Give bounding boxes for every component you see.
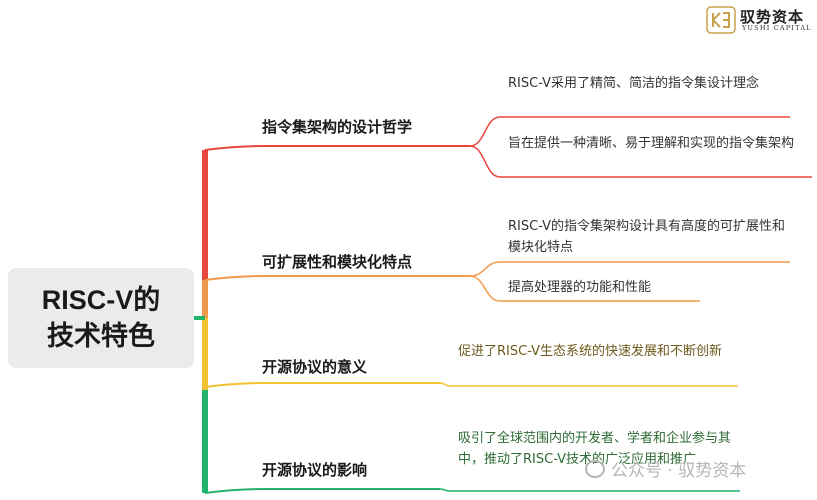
leaf-design-philosophy-1: RISC-V采用了精简、简洁的指令集设计理念 <box>508 76 760 91</box>
leaf-connector-2 <box>469 145 812 178</box>
branch-open-source-impact: 开源协议的影响 <box>262 461 368 479</box>
branch-underline-3 <box>204 382 440 388</box>
branch-underline-4 <box>204 488 440 494</box>
branch-underline-1 <box>204 145 470 151</box>
watermark: 公众号 · 驭势资本 <box>585 456 746 481</box>
leaf-design-philosophy-2: 旨在提供一种清晰、易于理解和实现的指令集架构 <box>508 136 795 151</box>
leaf-extensibility-1: RISC-V的指令集架构设计具有高度的可扩展性和模块化特点 <box>508 219 786 255</box>
root-title-line2: 技术特色 <box>46 321 155 351</box>
leaf-open-source-meaning-1: 促进了RISC-V生态系统的快速发展和不断创新 <box>458 344 723 359</box>
branch-design-philosophy: 指令集架构的设计哲学 <box>262 118 413 136</box>
branch-underline-2 <box>204 275 470 281</box>
yushi-logo-icon <box>706 6 736 34</box>
wechat-icon <box>585 459 605 478</box>
branch-open-source-meaning: 开源协议的意义 <box>262 358 368 376</box>
spine-line <box>194 150 208 493</box>
leaf-connector-5 <box>439 382 738 387</box>
brand-logo: 驭势资本 YUSHI CAPITAL <box>706 4 812 36</box>
leaf-open-source-impact-1: 吸引了全球范围内的开发者、学者和企业参与其中，推动了RISC-V技术的广泛应用和… <box>458 431 732 467</box>
leaf-connector-4 <box>469 275 700 302</box>
brand-subtitle: YUSHI CAPITAL <box>742 24 812 32</box>
branch-extensibility: 可扩展性和模块化特点 <box>262 253 413 271</box>
leaf-connector-6 <box>439 488 740 492</box>
leaf-connector-1 <box>469 116 790 147</box>
root-title-line1: RISC-V的 <box>41 285 161 315</box>
branch-edges <box>204 116 812 494</box>
brand-name: 驭势资本 <box>740 8 805 26</box>
root-node: RISC-V的 技术特色 <box>8 268 194 368</box>
leaf-extensibility-2: 提高处理器的功能和性能 <box>508 280 652 295</box>
watermark-text: 公众号 · 驭势资本 <box>611 461 747 481</box>
leaf-connector-3 <box>469 261 790 277</box>
